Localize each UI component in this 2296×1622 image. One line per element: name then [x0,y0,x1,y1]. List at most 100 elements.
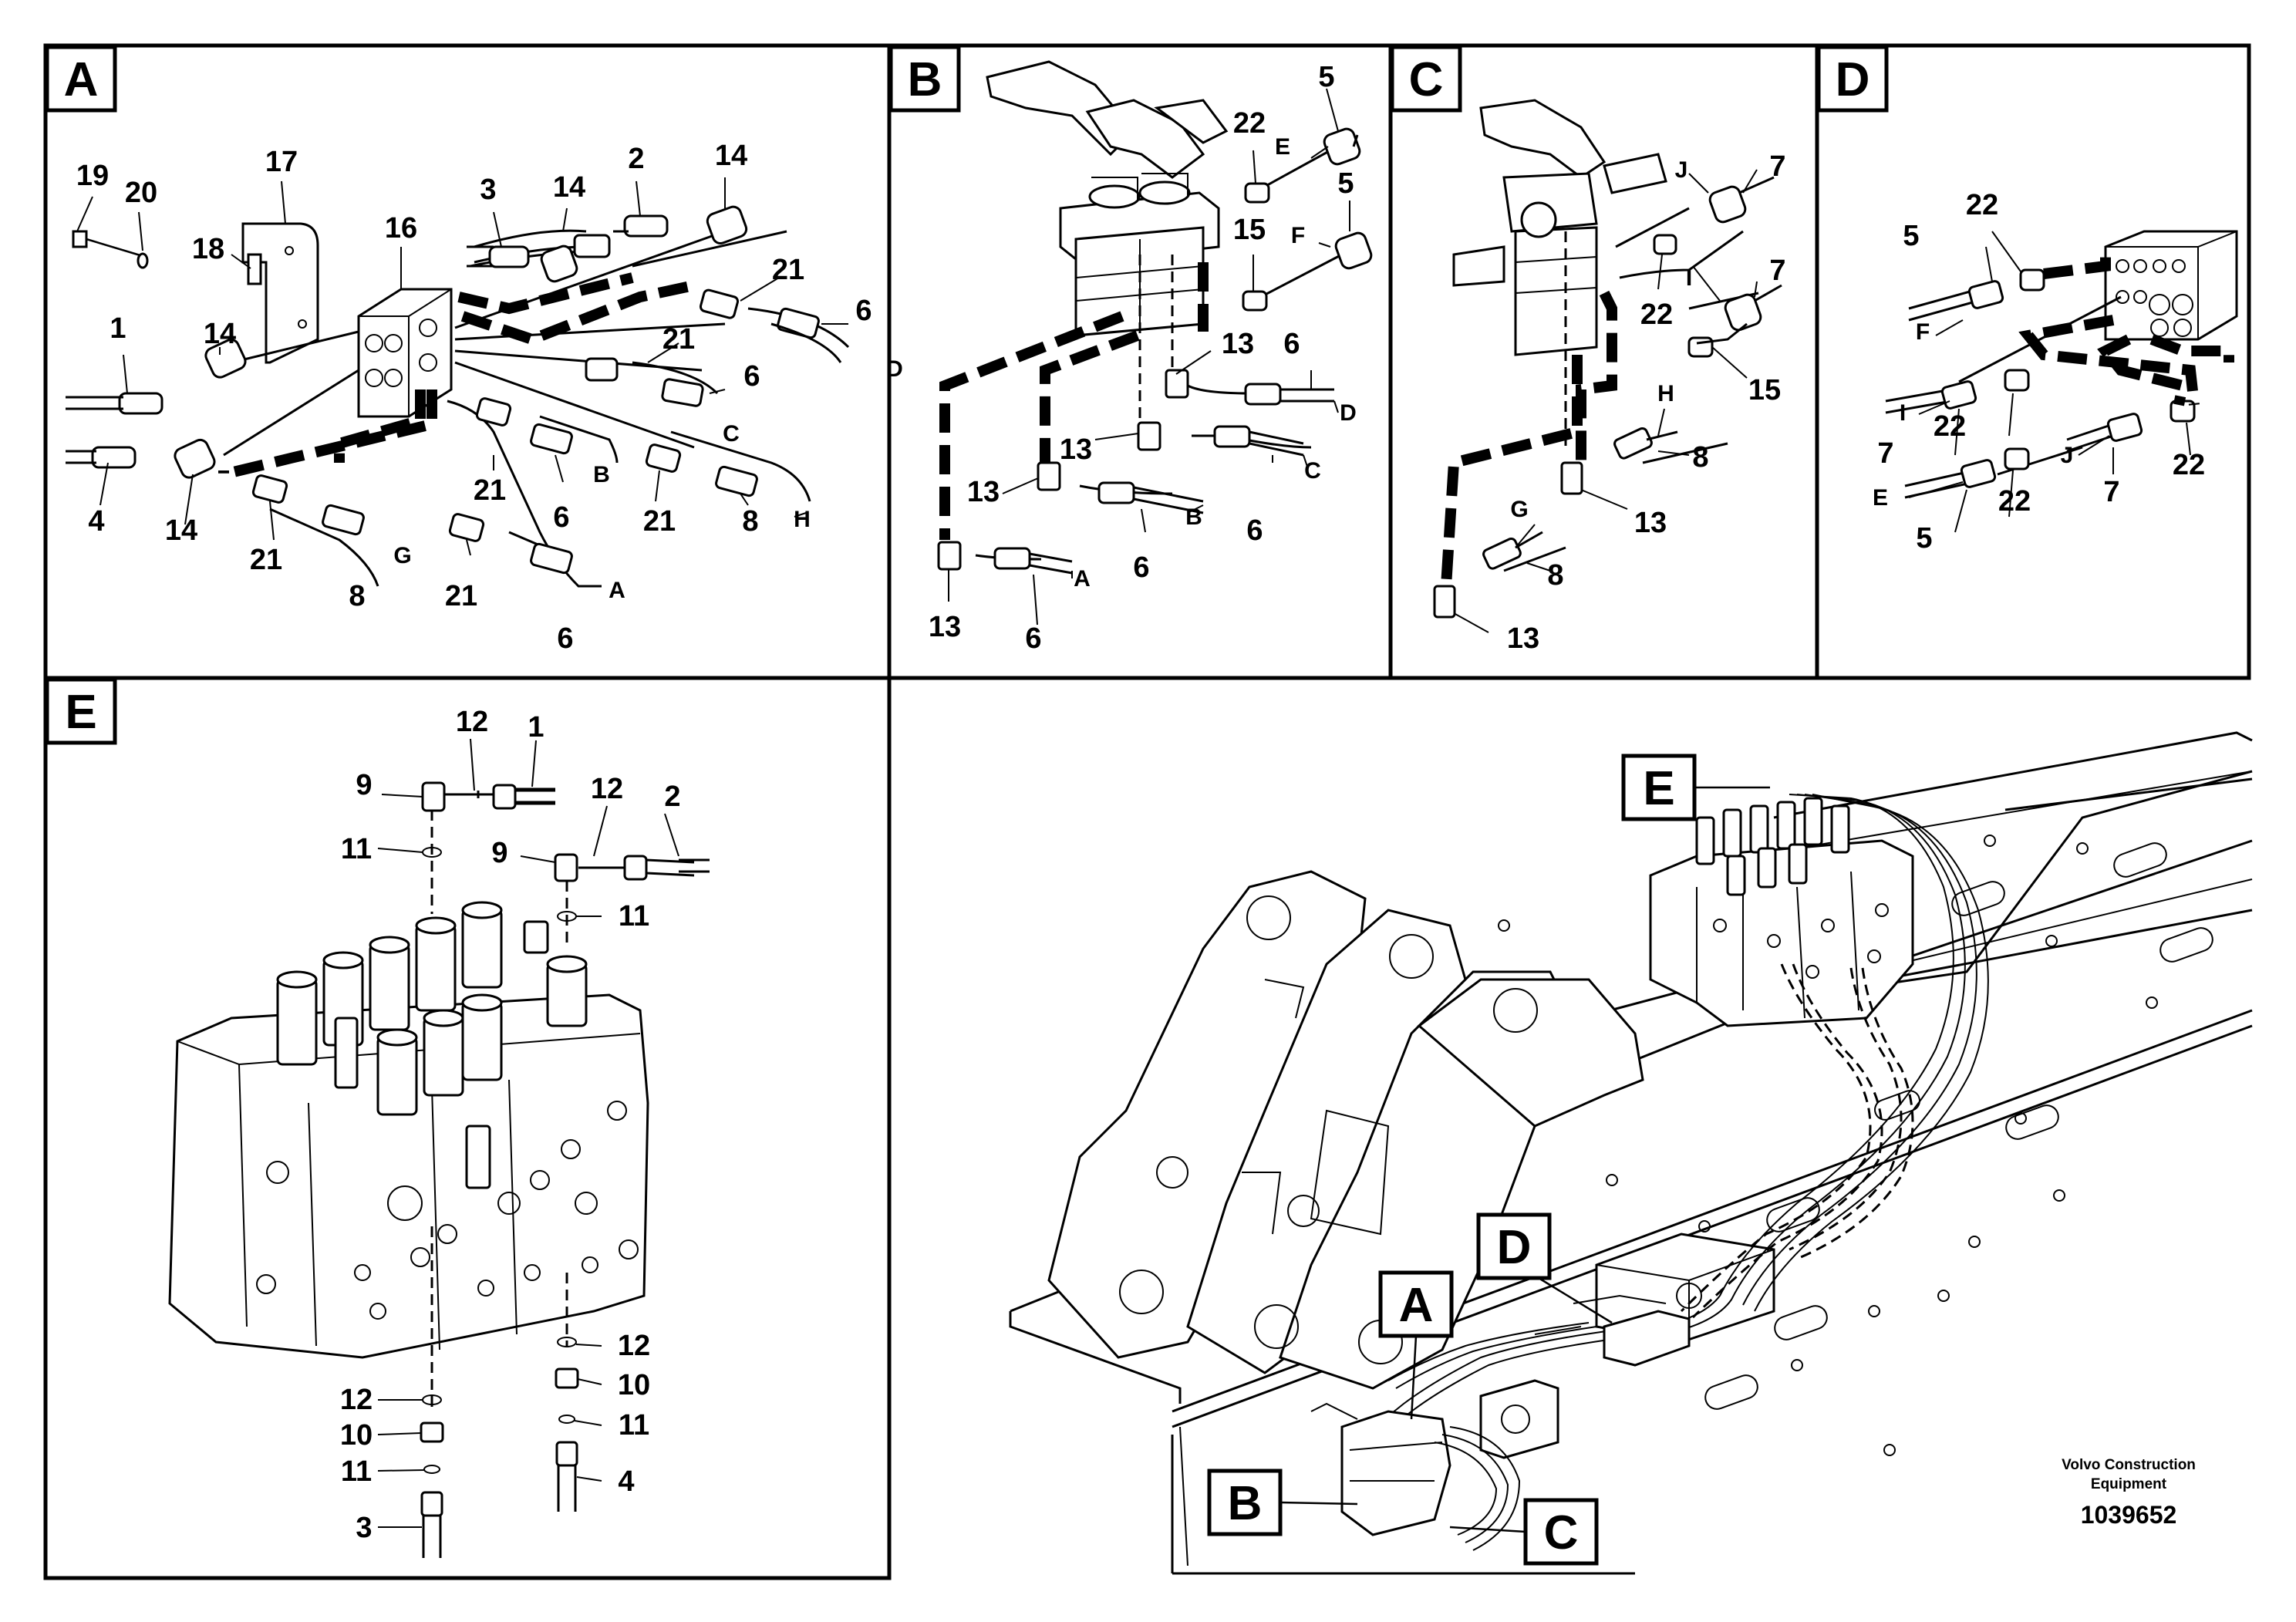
svg-text:13: 13 [929,611,961,643]
svg-text:3: 3 [356,1512,372,1544]
svg-text:8: 8 [1692,441,1708,474]
panel-tag-e: E [45,677,117,745]
svg-text:5: 5 [1916,522,1932,555]
svg-text:G: G [1510,497,1528,522]
panel-e-drawing: 12 1 9 12 2 11 9 11 12 10 11 12 10 11 4 … [168,706,710,1558]
svg-text:1: 1 [528,711,544,744]
svg-text:D: D [1497,1221,1532,1274]
svg-text:B: B [1185,504,1202,530]
svg-text:21: 21 [445,580,477,612]
svg-text:13: 13 [1060,433,1092,466]
panel-tag-d: D [1816,45,1889,113]
overview-callout-a: A [1378,1270,1454,1420]
svg-text:11: 11 [619,900,649,932]
svg-text:14: 14 [204,318,236,350]
svg-text:11: 11 [341,1455,372,1488]
svg-text:21: 21 [663,323,695,356]
panel-tag-c: C [1390,45,1462,113]
svg-text:16: 16 [385,212,417,244]
svg-text:13: 13 [1222,328,1254,360]
svg-text:6: 6 [1283,328,1300,360]
svg-text:6: 6 [855,295,872,327]
svg-text:21: 21 [250,544,282,576]
svg-text:22: 22 [1640,298,1673,331]
svg-text:6: 6 [557,622,573,655]
svg-text:7: 7 [1769,150,1785,183]
svg-text:14: 14 [715,140,747,172]
svg-text:C: C [1304,458,1321,484]
svg-text:5: 5 [1903,220,1919,252]
brand-line-1: Volvo Construction [2062,1457,2196,1473]
svg-text:C: C [723,421,740,447]
overview-callout-e: E [1621,754,1770,821]
svg-text:3: 3 [480,174,496,206]
svg-text:13: 13 [967,476,1000,508]
svg-text:6: 6 [553,501,569,534]
svg-text:D: D [886,356,903,382]
svg-text:12: 12 [618,1330,650,1362]
svg-text:10: 10 [340,1419,373,1452]
svg-text:D: D [1836,53,1870,106]
svg-text:10: 10 [618,1369,650,1401]
panel-b-drawing: 5 E 22 5 15 F 13 6 D 13 6 C 13 6 B 13 6 … [929,60,1373,655]
svg-text:A: A [64,53,99,106]
svg-text:12: 12 [591,773,623,805]
svg-text:A: A [1074,566,1091,592]
svg-text:G: G [393,543,411,568]
overview-callout-b: B [1207,1469,1358,1536]
svg-text:22: 22 [1934,410,1966,443]
svg-text:21: 21 [474,474,506,507]
svg-text:6: 6 [1025,622,1041,655]
svg-text:4: 4 [618,1465,634,1498]
svg-text:17: 17 [265,146,298,178]
svg-text:F: F [1916,319,1930,345]
svg-text:15: 15 [1748,374,1781,406]
brand-line-2: Equipment [2091,1476,2167,1492]
svg-text:B: B [593,462,610,487]
svg-text:E: E [1643,762,1674,815]
panel-a-drawing: 19 20 17 18 16 3 14 2 14 21 6 D 1 14 21 … [66,140,903,655]
panel-tag-b: B [888,45,961,113]
svg-text:21: 21 [772,254,804,286]
svg-text:14: 14 [165,514,197,547]
reference-number: 1039652 [2081,1501,2177,1529]
svg-text:8: 8 [1547,559,1563,592]
svg-text:6: 6 [743,360,760,393]
svg-text:A: A [609,578,625,603]
svg-text:20: 20 [125,177,157,209]
svg-text:19: 19 [76,160,109,192]
svg-text:E: E [1275,134,1290,160]
svg-text:15: 15 [1233,214,1266,246]
svg-text:22: 22 [2173,449,2205,481]
brand-block: Volvo Construction Equipment 1039652 [2062,1457,2196,1529]
svg-text:J: J [2061,443,2074,468]
panel-d-drawing: 22 5 F I 22 7 J 7 22 E 22 5 [1873,189,2238,555]
svg-text:6: 6 [1246,514,1263,547]
svg-text:7: 7 [2103,476,2119,508]
svg-text:21: 21 [643,505,676,538]
svg-text:5: 5 [1337,167,1354,200]
svg-text:12: 12 [340,1384,373,1416]
svg-text:13: 13 [1634,507,1667,539]
svg-text:B: B [908,53,942,106]
panel-c-drawing: J 7 22 I 7 15 H 8 13 G 8 13 [1433,99,1786,655]
svg-text:4: 4 [88,505,104,538]
svg-text:7: 7 [1769,255,1785,287]
svg-text:J: J [1675,157,1688,183]
svg-text:E: E [1873,485,1888,511]
svg-text:22: 22 [1966,189,1998,221]
svg-text:8: 8 [742,505,758,538]
svg-text:1: 1 [110,312,126,345]
panel-frames [43,43,2251,1580]
svg-text:22: 22 [1233,107,1266,140]
svg-text:9: 9 [356,769,372,801]
svg-text:7: 7 [1877,437,1893,470]
svg-text:12: 12 [456,706,488,738]
svg-text:F: F [1291,223,1305,248]
svg-text:6: 6 [1133,551,1149,584]
svg-text:13: 13 [1507,622,1539,655]
svg-text:H: H [794,507,811,532]
panel-tag-a: A [45,45,117,113]
overview-callout-c: C [1449,1498,1599,1566]
